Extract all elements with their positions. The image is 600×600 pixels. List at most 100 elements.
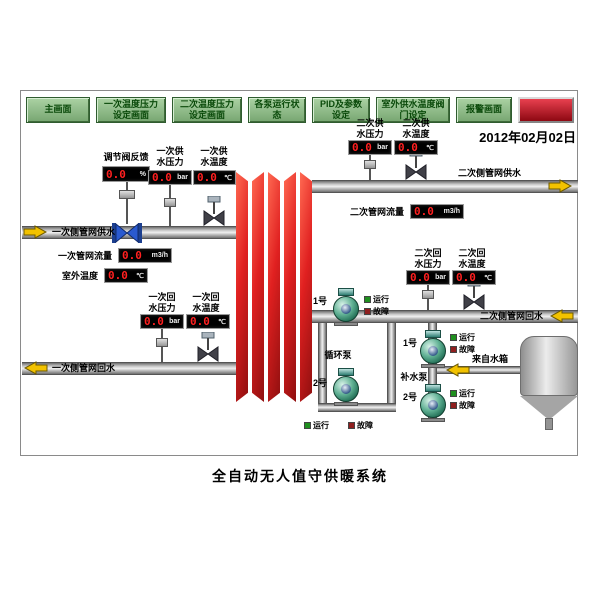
control-valve-icon bbox=[203, 195, 225, 226]
secondary-return-pipe-label: 二次侧管网回水 bbox=[480, 311, 544, 321]
secondary-supply-pressure-display: 0.0 bar bbox=[348, 140, 392, 155]
secondary-supply-temp-label: 二次供水温度 bbox=[402, 118, 430, 140]
outdoor-temp-label: 室外温度 bbox=[62, 271, 99, 281]
control-valve-icon bbox=[197, 331, 219, 362]
valve-feedback-value: 0.0 bbox=[106, 167, 126, 181]
primary-supply-pressure-display: 0.0 bar bbox=[148, 170, 192, 185]
nav-button-secondary-setpoints[interactable]: 二次温度压力设定画面 bbox=[172, 97, 242, 123]
nav-button-alarm-screen[interactable]: 报警画面 bbox=[456, 97, 512, 123]
valve-feedback-unit: % bbox=[139, 170, 146, 178]
primary-return-pressure-display: 0.0 bar bbox=[140, 314, 184, 329]
fault-label: 故障 bbox=[459, 345, 475, 354]
secondary-supply-temp-value: 0.0 bbox=[398, 141, 418, 154]
secondary-return-temp-display: 0.0 ℃ bbox=[452, 270, 496, 285]
pump-base bbox=[421, 364, 445, 368]
pressure-sensor-icon bbox=[364, 160, 376, 169]
primary-supply-temp-label: 一次供水温度 bbox=[200, 146, 228, 168]
primary-supply-temp-value: 0.0 bbox=[197, 171, 217, 184]
tank-source-label: 来自水箱 bbox=[472, 354, 509, 364]
circulation-pump2-run-indicator: 运行 bbox=[304, 420, 329, 431]
secondary-supply-temp-unit: ℃ bbox=[426, 144, 434, 152]
run-label: 运行 bbox=[459, 333, 475, 342]
flow-arrow-right-icon bbox=[548, 179, 573, 193]
circulation-pump-1 bbox=[332, 288, 360, 326]
makeup-pump-2 bbox=[419, 384, 447, 422]
valve-stem bbox=[126, 182, 128, 224]
fault-label: 故障 bbox=[373, 307, 389, 316]
fault-status-light bbox=[450, 346, 457, 353]
primary-flow-unit: m3/h bbox=[151, 252, 168, 259]
pump-motor-icon bbox=[425, 384, 441, 392]
flow-arrow-left-icon bbox=[549, 309, 574, 323]
circulation-loop-left-pipe bbox=[318, 323, 327, 412]
run-status-light bbox=[304, 422, 311, 429]
makeup-pump1-run-indicator: 运行 bbox=[450, 332, 475, 343]
pump-motor-icon bbox=[338, 368, 354, 376]
circulation-loop-right-pipe bbox=[387, 323, 396, 412]
secondary-flow-unit: m3/h bbox=[443, 208, 460, 215]
run-status-light bbox=[450, 334, 457, 341]
nav-button-main-screen[interactable]: 主画面 bbox=[26, 97, 90, 123]
secondary-return-pressure-display: 0.0 bar bbox=[406, 270, 450, 285]
pump-body-icon bbox=[333, 376, 359, 402]
valve-feedback-display: 0.0 % bbox=[102, 166, 150, 182]
primary-supply-pressure-unit: bar bbox=[177, 174, 188, 181]
fault-label: 故障 bbox=[357, 421, 373, 430]
makeup-pump1-fault-indicator: 故障 bbox=[450, 344, 475, 355]
primary-supply-pressure-value: 0.0 bbox=[152, 171, 172, 184]
secondary-return-temp-value: 0.0 bbox=[456, 271, 476, 284]
alarm-indicator-button[interactable] bbox=[518, 97, 574, 123]
primary-flow-label: 一次管网流量 bbox=[58, 251, 113, 261]
pump-base bbox=[421, 418, 445, 422]
secondary-flow-display: 0.0 m3/h bbox=[410, 204, 464, 219]
circulation-pump2-number: 2号 bbox=[312, 378, 327, 388]
makeup-pump2-number: 2号 bbox=[402, 392, 417, 402]
pump-body-icon bbox=[420, 338, 446, 364]
exchanger-plate bbox=[268, 172, 280, 402]
flow-arrow-left-icon bbox=[23, 361, 48, 375]
pump-body-icon bbox=[333, 296, 359, 322]
nav-button-pid-settings[interactable]: PID及参数设定 bbox=[312, 97, 370, 123]
circulation-pump1-run-indicator: 运行 bbox=[364, 294, 389, 305]
secondary-flow-value: 0.0 bbox=[414, 205, 434, 218]
fault-status-light bbox=[364, 308, 371, 315]
circulation-pumps-label: 循环泵 bbox=[324, 350, 352, 360]
run-status-light bbox=[450, 390, 457, 397]
makeup-pump2-run-indicator: 运行 bbox=[450, 388, 475, 399]
secondary-supply-temp-display: 0.0 ℃ bbox=[394, 140, 438, 155]
primary-return-temp-label: 一次回水温度 bbox=[192, 292, 220, 314]
date-display: 2012年02月02日 bbox=[479, 130, 576, 145]
pressure-sensor-icon bbox=[164, 198, 176, 207]
tank-feed-pipe bbox=[437, 366, 524, 374]
circulation-pump-2 bbox=[332, 368, 360, 406]
primary-return-pipe-label: 一次侧管网回水 bbox=[52, 363, 116, 373]
fault-status-light bbox=[450, 402, 457, 409]
run-label: 运行 bbox=[373, 295, 389, 304]
secondary-return-temp-label: 二次回水温度 bbox=[458, 248, 486, 270]
primary-supply-temp-display: 0.0 ℃ bbox=[193, 170, 236, 185]
plate-heat-exchanger bbox=[236, 172, 312, 402]
gate-valve-icon bbox=[112, 222, 142, 244]
exchanger-plate bbox=[300, 172, 312, 402]
primary-return-pressure-value: 0.0 bbox=[144, 315, 164, 328]
fault-status-light bbox=[348, 422, 355, 429]
secondary-supply-pressure-value: 0.0 bbox=[352, 141, 372, 154]
makeup-pump2-fault-indicator: 故障 bbox=[450, 400, 475, 411]
pressure-sensor-icon bbox=[422, 290, 434, 299]
nav-button-pump-status[interactable]: 各泵运行状态 bbox=[248, 97, 306, 123]
makeup-pump-1 bbox=[419, 330, 447, 368]
primary-return-pressure-label: 一次回水压力 bbox=[148, 292, 176, 314]
circulation-pump1-number: 1号 bbox=[312, 296, 327, 306]
primary-return-temp-unit: ℃ bbox=[218, 318, 226, 326]
nav-button-primary-setpoints[interactable]: 一次温度压力设定画面 bbox=[96, 97, 166, 123]
pump-motor-icon bbox=[338, 288, 354, 296]
secondary-return-temp-unit: ℃ bbox=[484, 274, 492, 282]
exchanger-plate bbox=[284, 172, 296, 402]
system-title: 全自动无人值守供暖系统 bbox=[212, 468, 388, 484]
makeup-pumps-label: 补水泵 bbox=[400, 372, 428, 382]
water-tank-outlet bbox=[545, 418, 553, 430]
primary-flow-display: 0.0 m3/h bbox=[118, 248, 172, 263]
run-status-light bbox=[364, 296, 371, 303]
primary-return-pressure-unit: bar bbox=[169, 318, 180, 325]
nav-button-outdoor-valve-settings[interactable]: 室外供水温度阀门设定 bbox=[376, 97, 450, 123]
